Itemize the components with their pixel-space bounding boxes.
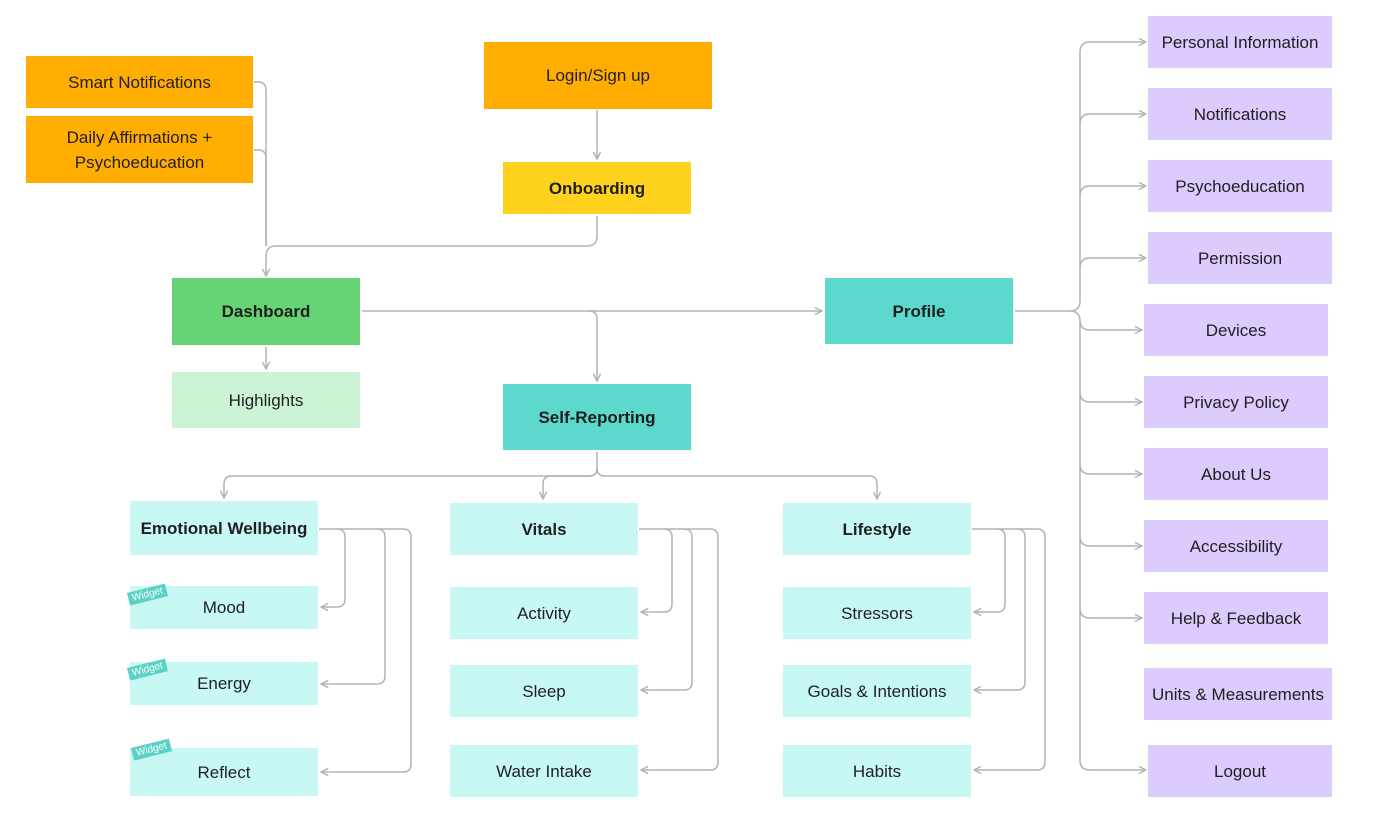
edge-profile-spine [1015,42,1146,312]
node-water-intake: Water Intake [450,745,638,797]
node-habits: Habits [783,745,971,797]
edge-emotional-mood [319,528,346,607]
node-highlights: Highlights [172,372,360,428]
node-daily-affirmations: Daily Affirmations + Psychoeducation [26,116,253,183]
profile-item-notifications: Notifications [1148,88,1332,140]
edge-profile-notifications [1079,114,1146,125]
node-onboarding: Onboarding [503,162,691,214]
node-profile: Profile [825,278,1013,344]
node-stressors: Stressors [783,587,971,639]
node-self-reporting: Self-Reporting [503,384,691,450]
edge-affirmations-dashboard [254,149,267,246]
edge-dashboard-selfreporting [588,310,597,381]
edge-selfreporting-categories [224,452,598,498]
edge-profile-privacy [1079,391,1142,402]
edge-vitals-activity [639,528,673,612]
edge-profile-lower-spine [1069,310,1146,770]
edge-lifestyle-goals [974,528,1026,690]
node-emotional-wellbeing: Emotional Wellbeing [130,501,318,555]
node-login: Login/Sign up [484,42,712,109]
profile-item-permission: Permission [1148,232,1332,284]
edge-profile-psychoeducation [1079,186,1146,197]
edge-notifications-dashboard [254,81,267,246]
edge-vitals-water [641,528,719,770]
node-smart-notifications: Smart Notifications [26,56,253,108]
profile-item-privacy-policy: Privacy Policy [1144,376,1328,428]
node-lifestyle: Lifestyle [783,503,971,555]
node-dashboard: Dashboard [172,278,360,345]
profile-item-logout: Logout [1148,745,1332,797]
edge-onboarding-dashboard [266,216,598,276]
edge-profile-permission [1079,258,1146,269]
node-goals-intentions: Goals & Intentions [783,665,971,717]
edge-profile-accessibility [1079,535,1142,546]
edge-vitals-sleep [641,528,693,690]
node-reflect: Reflect [130,748,318,796]
node-vitals: Vitals [450,503,638,555]
profile-item-help-feedback: Help & Feedback [1144,592,1328,644]
profile-item-units-measurements: Units & Measurements [1144,668,1332,720]
profile-item-accessibility: Accessibility [1144,520,1328,572]
edge-profile-help [1079,607,1142,618]
edge-selfreporting-lifestyle [596,467,877,499]
profile-item-personal-information: Personal Information [1148,16,1332,68]
edge-lifestyle-stressors [972,528,1006,612]
edge-selfreporting-vitals [543,467,598,499]
edge-lifestyle-habits [974,528,1046,770]
edge-profile-about [1079,463,1142,474]
edge-emotional-reflect [321,528,412,772]
edge-profile-devices [1079,319,1142,330]
profile-item-psychoeducation: Psychoeducation [1148,160,1332,212]
profile-item-about-us: About Us [1144,448,1328,500]
node-sleep: Sleep [450,665,638,717]
node-activity: Activity [450,587,638,639]
profile-item-devices: Devices [1144,304,1328,356]
